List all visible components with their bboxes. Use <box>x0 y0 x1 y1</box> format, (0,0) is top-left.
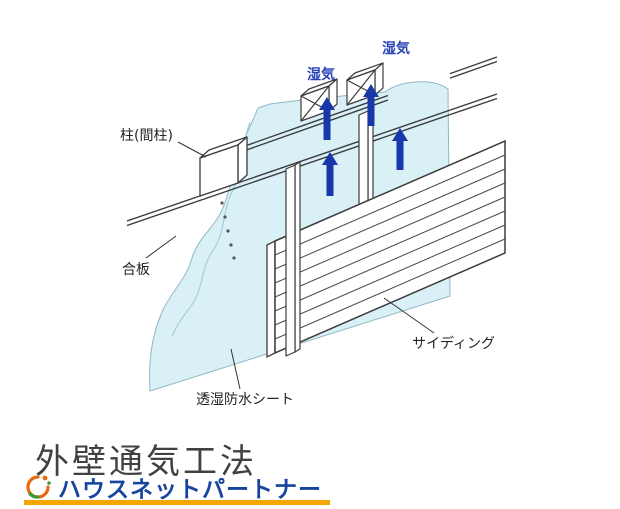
leader-lines <box>145 141 435 390</box>
moisture-arrow-3 <box>363 84 379 126</box>
moisture-arrows <box>319 84 408 196</box>
brand-logo-icon <box>26 475 51 499</box>
furring-strip-left <box>285 161 301 357</box>
lower-rail-lines <box>126 93 498 227</box>
siding-panel <box>266 139 506 359</box>
brand-row: ハウスネットパートナー <box>22 470 322 504</box>
pillar-label: 柱(間柱) <box>120 128 173 144</box>
stud-cross-section-box-right <box>346 62 384 106</box>
upper-rail-lines <box>227 56 498 158</box>
moisture-arrow-4 <box>392 128 408 170</box>
siding-label: サイディング <box>412 335 495 352</box>
siding-side-face <box>266 239 276 359</box>
stud-cross-section-box-left <box>300 78 338 122</box>
pillar-box <box>199 136 248 197</box>
nail-dots <box>220 201 236 260</box>
pillar-leader-line <box>177 141 207 158</box>
sheet-leader-line <box>230 348 241 390</box>
page-title: 外壁通気工法 <box>35 442 257 482</box>
moisture-label-2: 湿気 <box>382 40 410 57</box>
plywood-leader-line <box>145 235 177 259</box>
plywood-label: 合板 <box>122 262 150 278</box>
moisture-arrow-2 <box>322 152 338 196</box>
wall-ventilation-diagram: 湿気 湿気 柱(間柱) 合板 透湿防水シート サイディング <box>120 40 506 408</box>
siding-stripes <box>274 154 506 340</box>
brand-underline-bar <box>24 500 330 505</box>
brand-name: ハウスネットパートナー <box>58 477 322 503</box>
siding-leader-line <box>383 297 435 334</box>
sheet-label: 透湿防水シート <box>196 392 294 408</box>
moisture-arrow-1 <box>319 97 335 140</box>
moisture-label-1: 湿気 <box>307 66 335 83</box>
